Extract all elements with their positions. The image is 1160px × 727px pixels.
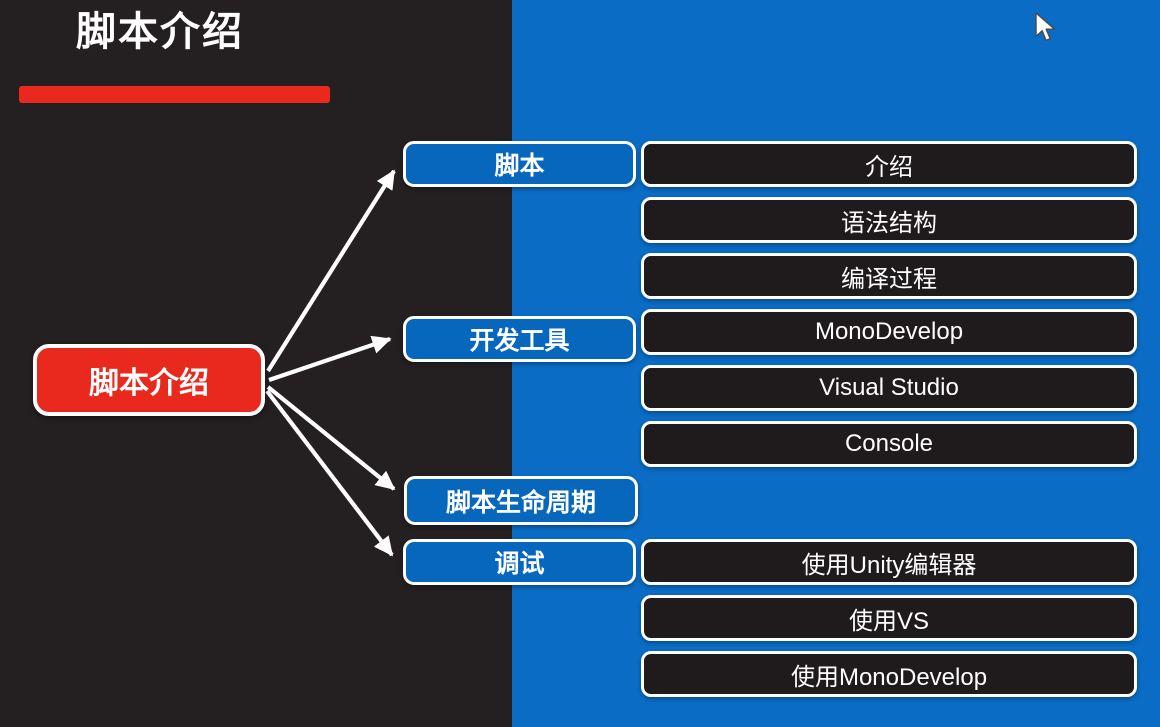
branch-node-lifecycle: 脚本生命周期 (404, 476, 638, 525)
page-title: 脚本介绍 (76, 10, 244, 54)
branch-node-script: 脚本 (403, 141, 636, 187)
leaf-node-console: Console (641, 421, 1137, 467)
arrow-root-to-dev-tools (268, 335, 392, 382)
leaf-node-syntax-structure: 语法结构 (641, 197, 1137, 243)
leaf-node-use-monodevelop: 使用MonoDevelop (641, 651, 1137, 697)
branch-node-dev-tools: 开发工具 (403, 316, 636, 362)
leaf-node-visual-studio: Visual Studio (641, 365, 1137, 411)
title-underline (19, 86, 330, 103)
arrow-root-to-lifecycle (266, 385, 396, 491)
leaf-node-compile-process: 编译过程 (641, 253, 1137, 299)
leaf-node-use-vs: 使用VS (641, 595, 1137, 641)
root-node-script-intro: 脚本介绍 (33, 344, 265, 416)
branch-node-debug: 调试 (403, 539, 636, 585)
leaf-node-monodevelop: MonoDevelop (641, 309, 1137, 355)
leaf-node-use-unity-editor: 使用Unity编辑器 (641, 539, 1137, 585)
arrow-root-to-debug (265, 389, 394, 557)
leaf-node-intro: 介绍 (641, 141, 1137, 187)
arrow-root-to-script (266, 169, 396, 373)
